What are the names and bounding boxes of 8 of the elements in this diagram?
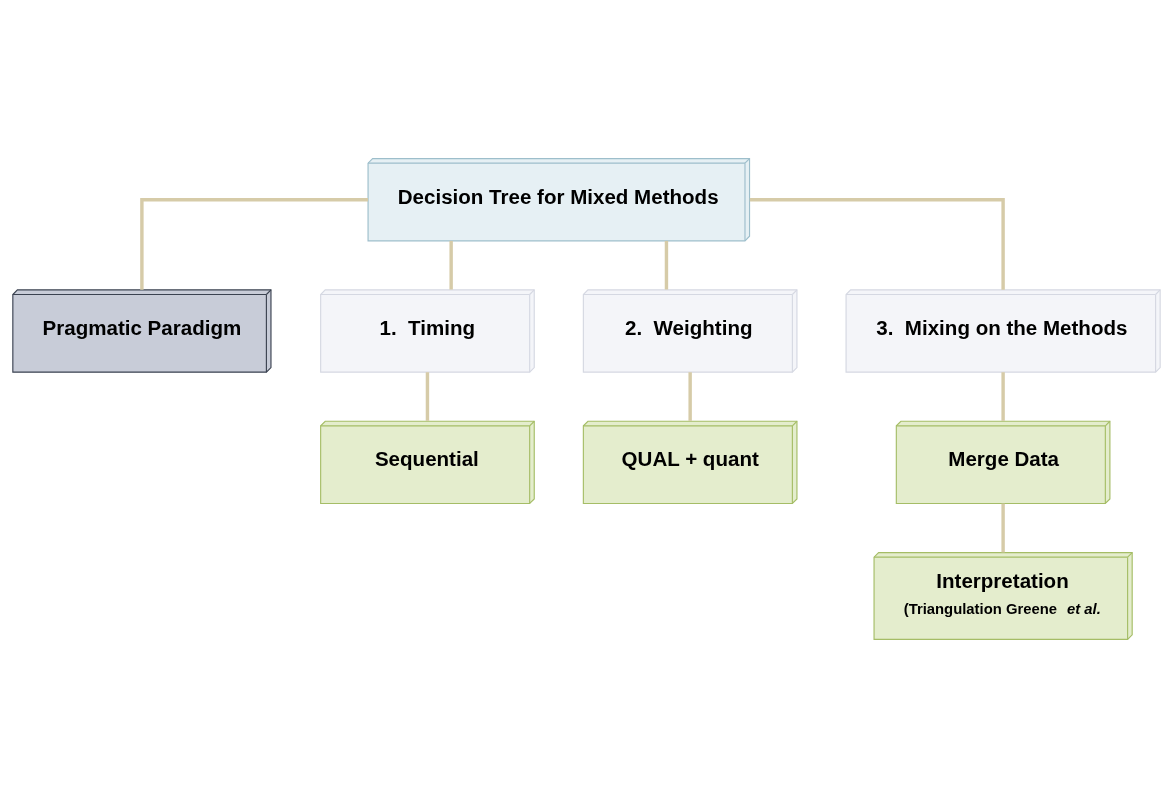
connector	[1001, 503, 1005, 552]
connector	[425, 371, 430, 421]
connector	[749, 197, 1005, 290]
connector	[1001, 371, 1005, 421]
connector	[140, 197, 369, 290]
connector	[688, 371, 692, 421]
connector	[664, 240, 669, 290]
connector	[449, 240, 453, 290]
